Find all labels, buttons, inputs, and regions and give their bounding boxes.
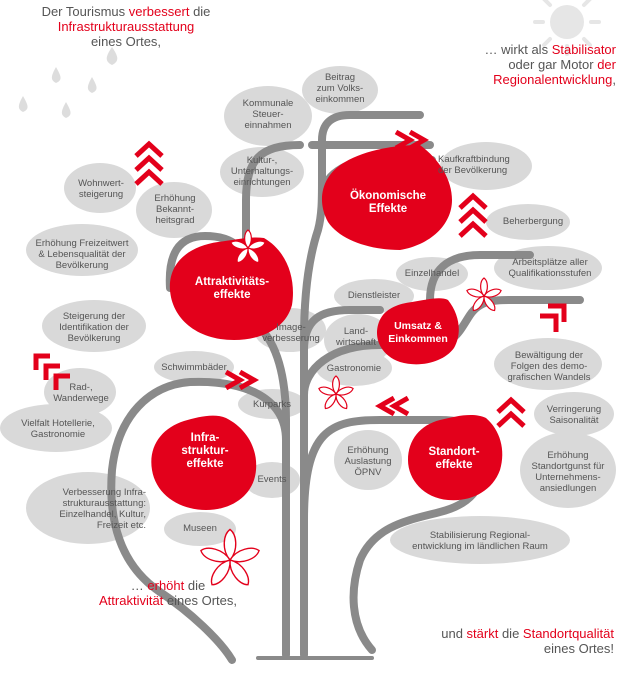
red-leaves [151,145,503,510]
chevron-up-icon [134,140,164,186]
caption-top-right: … wirkt als Stabilisator oder gar Motor … [484,42,616,87]
label-dienstleister: Dienstleister [347,290,401,301]
caption-bottom-left: … erhöht die Attraktivität eines Ortes, [99,578,237,608]
leaf-infrastruktur [151,415,257,510]
label-schwimmbaeder: Schwimmbäder [161,362,227,373]
category-umsatz: Umsatz &Einkommen [388,320,448,345]
category-standort: Standort-effekte [428,446,480,471]
raindrop-icons [18,47,118,118]
label-einzelhandel: Einzelhandel [404,268,460,279]
label-verbesserung-infra: Verbesserung Infra-strukturausstattung:E… [59,487,146,531]
leaf-umsatz [376,298,459,365]
chevron-right-icon [224,369,260,391]
arrow-icons [33,129,567,428]
leaf-oekonomisch [321,145,452,250]
caption-bottom-right: und stärkt die Standortqualität eines Or… [441,626,614,656]
chevron-up-icon [496,396,526,428]
chevron-left-icon [374,395,410,417]
label-events: Events [257,474,287,485]
leaf-standort [408,414,503,501]
label-rad: Rad-,Wanderwege [53,382,109,404]
label-kurparks: Kurparks [252,399,291,410]
label-wohnwert: Wohnwert-steigerung [78,178,124,200]
label-landwirtschaft: Land-wirtschaft [335,326,377,348]
chevron-right-icon [394,129,430,151]
label-museen: Museen [183,523,217,534]
label-hotellerie: Vielfalt Hotellerie,Gastronomie [21,418,95,440]
label-stabilisierung: Stabilisierung Regional-entwicklung im l… [412,530,548,552]
caption-top-left: Der Tourismus verbessert die Infrastrukt… [41,4,211,49]
chevron-up-icon [458,192,488,238]
label-beherbergung: Beherbergung [502,216,564,227]
leaf-attraktivitaet [169,237,293,340]
label-freizeitwert: Erhöhung Freizeitwert& Lebensqualität de… [35,238,129,271]
category-infrastruktur: Infra-struktur-effekte [181,432,229,470]
label-kultur: Kultur-,Unterhaltungs-einrichtungen [230,155,294,188]
corner-arrow-right-icon [540,303,567,332]
sun-icon [533,0,601,56]
corner-arrow-left-icon [33,353,70,390]
category-attraktivitaet: Attraktivitäts-effekte [194,276,270,301]
label-gastronomie: Gastronomie [326,363,382,374]
label-image: Image-verbesserung [262,322,320,344]
